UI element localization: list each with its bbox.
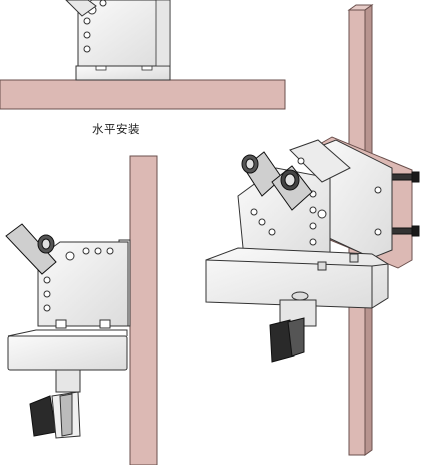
- horizontal-base-plate: [75, 65, 171, 81]
- vertical-post-view: [205, 4, 420, 456]
- printer-base-body: [205, 247, 389, 309]
- vertical-beam: [129, 155, 158, 465]
- vertical-base-body: [7, 335, 128, 371]
- horizontal-beam: [0, 79, 286, 110]
- lower-print-unit: [269, 299, 317, 363]
- vertical-mount-view: [5, 155, 158, 465]
- side-connector: [5, 223, 57, 275]
- horizontal-mount-caption: 水平安装: [92, 122, 140, 136]
- horizontal-mount-view: [0, 0, 286, 110]
- head-connectors: [241, 151, 313, 211]
- vertical-bracket: [37, 241, 129, 327]
